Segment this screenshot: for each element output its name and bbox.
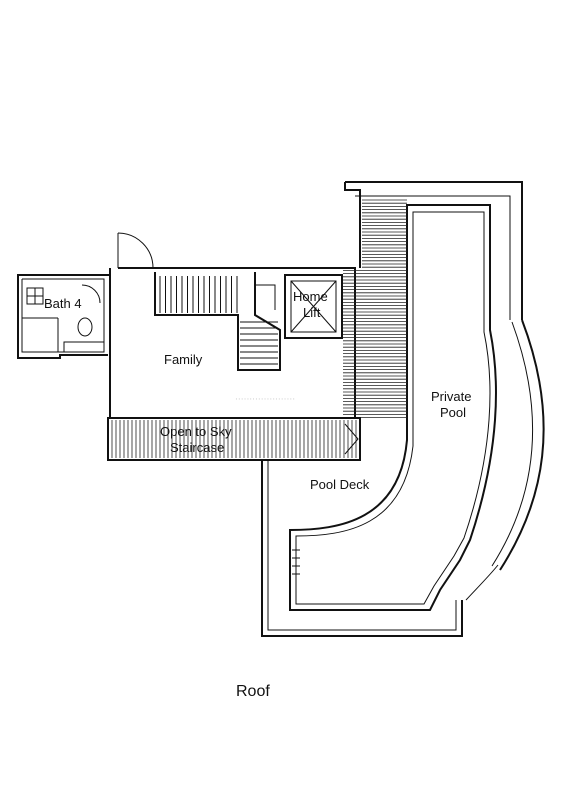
interior-staircase (154, 272, 281, 371)
watermark: ····················· (235, 395, 295, 405)
pool-label-line2: Pool (440, 405, 466, 420)
bath-fixtures (22, 284, 105, 353)
family-label: Family (164, 352, 203, 367)
building-outline (17, 181, 523, 637)
deck-hatch (343, 199, 407, 419)
floor-caption: Roof (236, 683, 270, 700)
door-swing (117, 232, 154, 269)
pool-outline (289, 204, 545, 611)
open-staircase (107, 417, 361, 461)
lift-label-line1: Home (293, 289, 328, 304)
pool-label-line1: Private (431, 389, 471, 404)
bath-label: Bath 4 (44, 296, 82, 311)
staircase-label-line1: Open to Sky (160, 424, 232, 439)
lift-label-line2: Lift (303, 305, 321, 320)
pool-deck-steps (292, 549, 300, 575)
staircase-label-line2: Staircase (170, 440, 224, 455)
pool-deck-label: Pool Deck (310, 477, 370, 492)
home-lift (284, 274, 343, 339)
